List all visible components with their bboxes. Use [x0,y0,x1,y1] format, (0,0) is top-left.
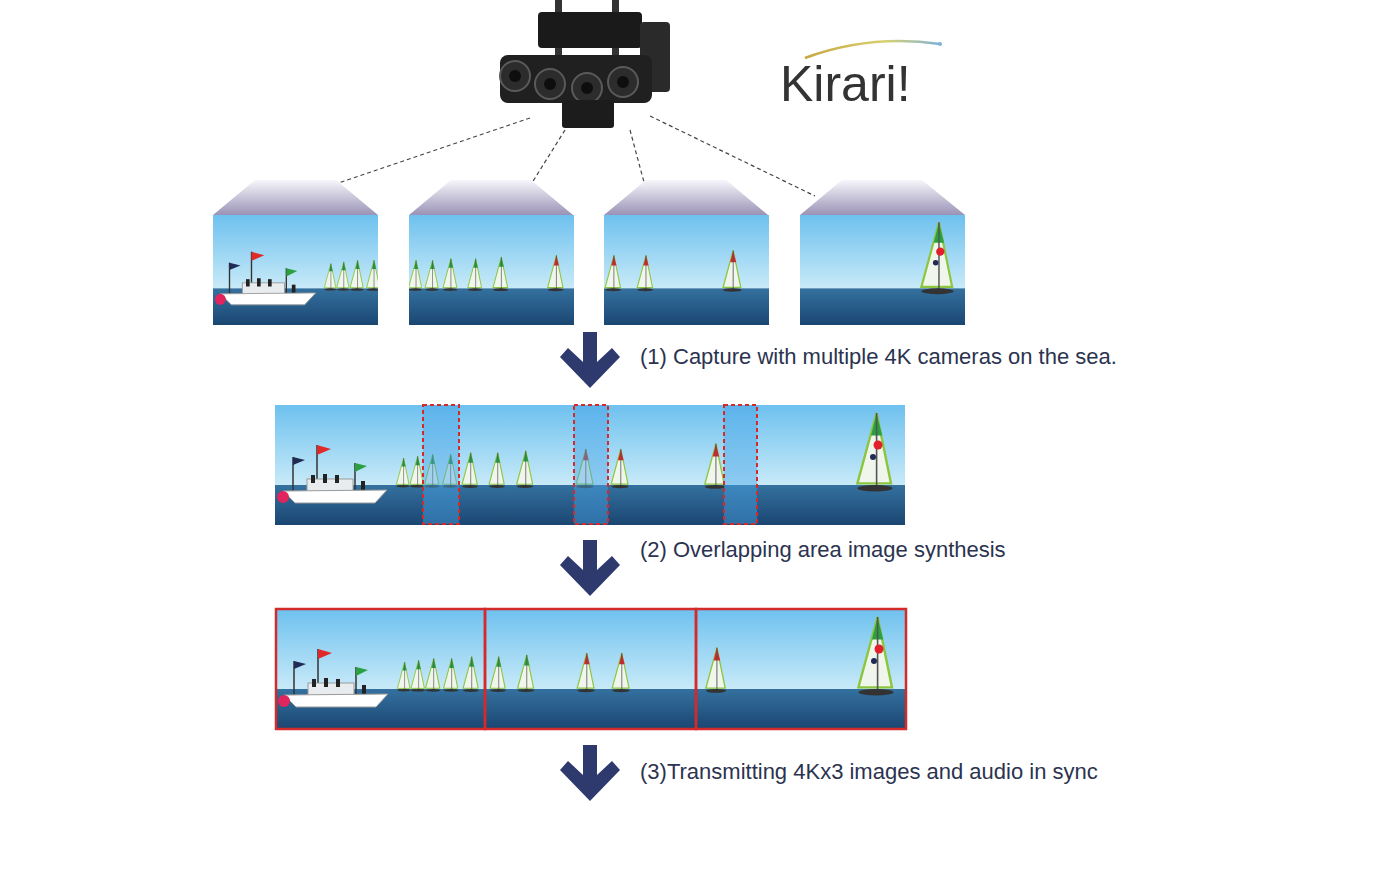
output-frames [276,609,906,729]
step-label: (1) Capture with multiple 4K cameras on … [640,344,1117,369]
down-arrow [560,540,620,596]
step-label: (3)Transmitting 4Kx3 images and audio in… [640,759,1098,784]
logo-sparkle [938,42,942,46]
camera-view [388,180,966,325]
panorama [275,405,905,525]
logo-text: Kirari! [780,56,911,114]
step-label: (2) Overlapping area image synthesis [640,537,1006,562]
view-lines [300,116,815,196]
down-arrow [560,745,620,801]
camera-rig [500,0,670,128]
down-arrow [560,332,620,388]
logo-arc [805,41,940,58]
